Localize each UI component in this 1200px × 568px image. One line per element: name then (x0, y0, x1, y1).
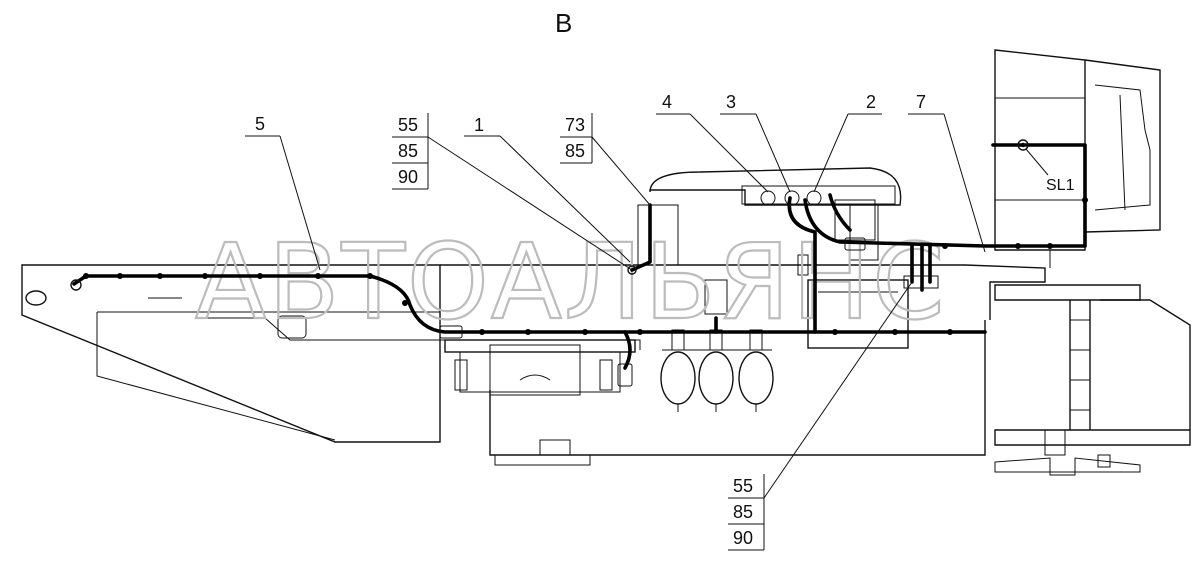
callout-label: 7 (916, 92, 926, 112)
stack-item: 90 (398, 167, 418, 187)
stack-item: 55 (398, 115, 418, 135)
callout-7: 7 (908, 92, 986, 253)
callout-label: 4 (662, 92, 672, 112)
electrical-box (807, 279, 909, 349)
callout-label: 3 (726, 92, 736, 112)
callout-3: 3 (720, 92, 791, 193)
sensor-sl1: SL1 (1017, 139, 1075, 194)
callout-stack-bottom: 55 85 90 (728, 281, 913, 551)
stack-item: 55 (733, 476, 753, 496)
frame-outline (21, 264, 1046, 443)
callout-1: 1 (464, 115, 631, 263)
callout-stack-mid: 73 85 (560, 113, 651, 206)
wiring-harness (70, 143, 1088, 370)
mast-structure (994, 284, 1191, 476)
seat-mechanism (444, 339, 636, 396)
valve-block (704, 254, 809, 315)
callout-2: 2 (813, 92, 882, 193)
cab-housing (994, 49, 1161, 268)
air-receivers (660, 329, 774, 412)
callout-label: 1 (474, 115, 484, 135)
stack-item: 73 (565, 115, 585, 135)
stack-item: 85 (398, 141, 418, 161)
stack-item: 90 (733, 528, 753, 548)
callout-label: 2 (866, 92, 876, 112)
callout-5: 5 (245, 114, 321, 271)
stack-item: 85 (733, 502, 753, 522)
callout-label: 5 (255, 114, 265, 134)
watermark: АВТОАЛЬЯНС (195, 221, 947, 343)
lower-tank (489, 320, 986, 466)
callout-4: 4 (656, 92, 769, 193)
sensor-label-sl1: SL1 (1046, 177, 1075, 194)
view-label: В (555, 8, 572, 38)
callout-stack-left: 55 85 90 (392, 113, 633, 271)
dashboard-console (637, 167, 902, 266)
stack-item: 85 (565, 141, 585, 161)
